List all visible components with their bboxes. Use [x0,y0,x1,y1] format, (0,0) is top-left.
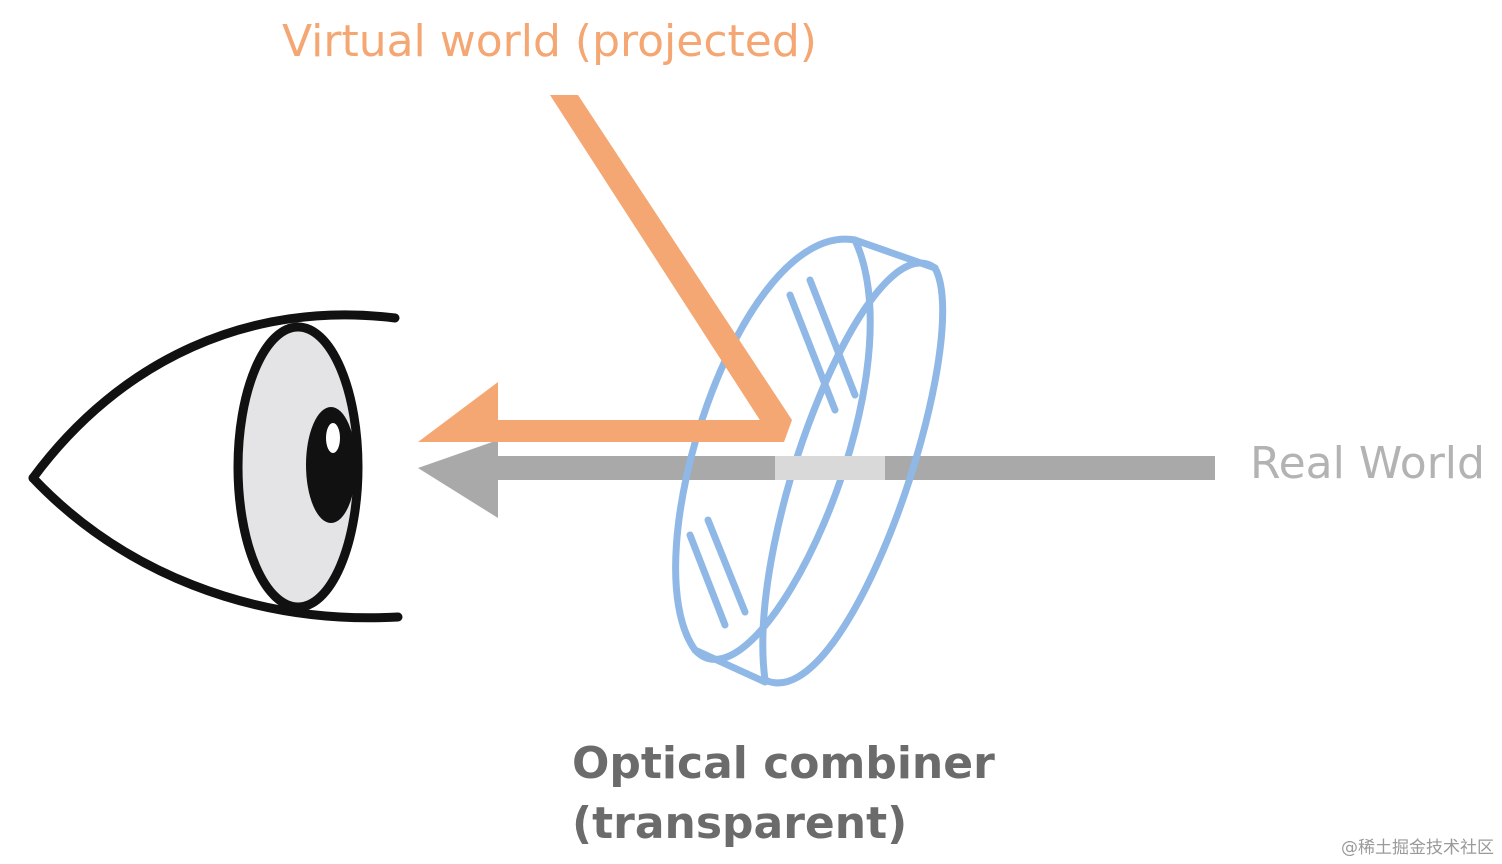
virtual-world-arrowhead [418,382,498,442]
lens-rim-bottom [691,646,769,686]
optical-combiner-sublabel: (transparent) [572,798,908,849]
eye-iris [233,322,363,612]
real-world-ray-through-lens [775,456,885,480]
lens-rim-top [851,236,939,272]
lens-highlight-lower-2 [704,516,749,616]
eye-pupil [306,407,356,523]
lens-icon [672,235,947,687]
virtual-world-label: Virtual world (projected) [282,16,817,67]
virtual-world-arrow [418,95,792,442]
watermark: @稀土掘金技术社区 [1341,838,1494,858]
lens-highlight-lower-1 [686,531,729,629]
eye-pupil-highlight [326,423,340,453]
eye-upper-lid [28,310,400,483]
eye-icon [28,310,403,623]
optical-combiner-label: Optical combiner [572,738,995,789]
virtual-world-reflected-ray [492,420,792,442]
eye-lower-lid [28,473,403,623]
lens-highlight-upper-1 [786,291,839,414]
real-world-arrowhead [418,440,498,518]
virtual-world-incoming-ray [550,95,792,428]
lens-highlight-upper-2 [806,276,859,399]
real-world-label: Real World [1250,438,1485,489]
